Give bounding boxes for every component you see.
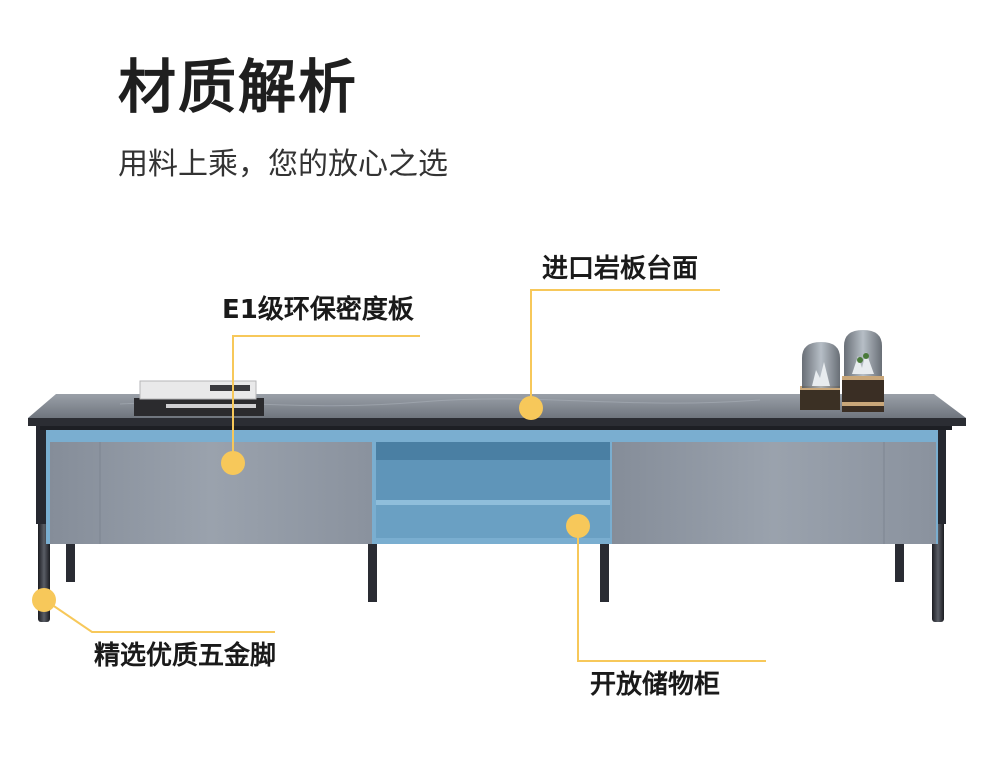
callout-label-top: 进口岩板台面 bbox=[542, 254, 699, 284]
drawer-left bbox=[50, 442, 372, 544]
page-title: 材质解析 bbox=[118, 53, 359, 121]
drawer-right bbox=[612, 442, 936, 544]
callout-line-storage bbox=[577, 526, 766, 662]
callout-label-storage: 开放储物柜 bbox=[590, 670, 721, 700]
callout-line-board bbox=[232, 335, 420, 463]
leg-back-left bbox=[66, 540, 75, 582]
leg-front-right bbox=[932, 520, 944, 622]
callout-line-legs bbox=[44, 599, 275, 633]
leg-back-right bbox=[895, 540, 904, 582]
callout-dots bbox=[32, 396, 590, 612]
leg-middle-left bbox=[368, 540, 377, 602]
callout-label-board: E1级环保密度板 bbox=[222, 295, 414, 325]
glass-dome-decor-right bbox=[842, 330, 884, 412]
page-subtitle: 用料上乘，您的放心之选 bbox=[118, 147, 448, 182]
callout-dot-top bbox=[519, 396, 543, 420]
callout-dot-storage bbox=[566, 514, 590, 538]
leg-middle-right bbox=[600, 540, 609, 602]
books-decor bbox=[134, 380, 264, 416]
callout-lines bbox=[44, 289, 766, 662]
callout-dot-board bbox=[221, 451, 245, 475]
callout-label-legs: 精选优质五金脚 bbox=[94, 641, 277, 671]
callout-dot-legs bbox=[32, 588, 56, 612]
glass-dome-decor-left bbox=[800, 342, 840, 410]
callout-line-top bbox=[530, 289, 720, 408]
